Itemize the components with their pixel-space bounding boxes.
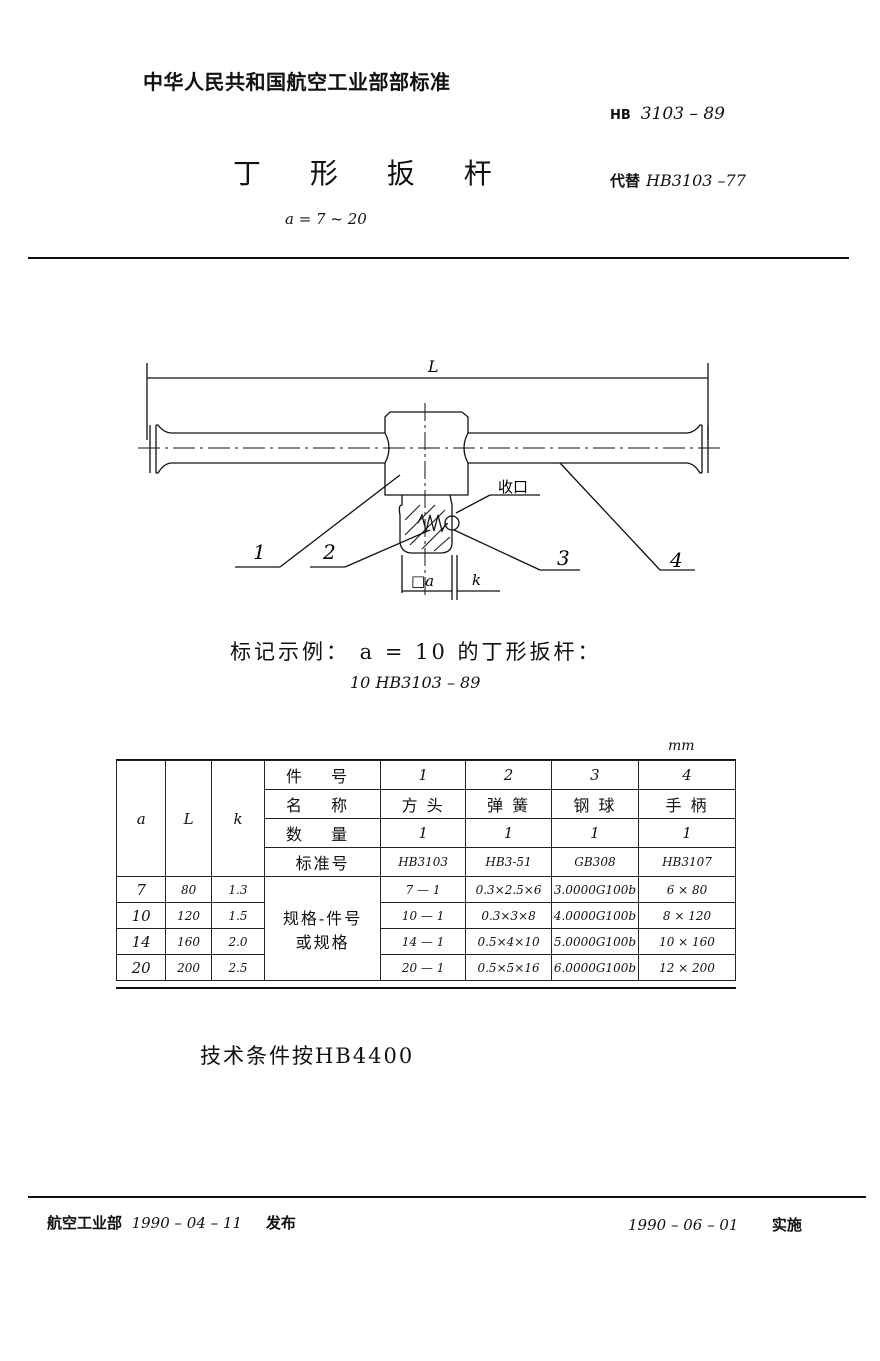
qty-2: 1 [465, 818, 552, 848]
name-3: 钢 球 [550, 789, 640, 819]
name-2: 弹 簧 [465, 789, 552, 819]
part-label-3: 3 [557, 546, 570, 570]
row-k: 1.5 [210, 902, 266, 929]
table-bottom-rule [116, 987, 736, 989]
dim-k-label: k [472, 571, 481, 589]
part-no-1: 1 [380, 760, 467, 790]
part-label-2: 2 [322, 540, 336, 564]
standard-prefix: HB [610, 108, 631, 123]
row-p3: 5.0000G100b [550, 928, 640, 955]
technical-conditions: 技术条件按HB4400 [200, 1044, 415, 1068]
name-1: 方 头 [380, 789, 467, 819]
marking-code: 10 HB3103 – 89 [350, 673, 481, 692]
part-no-4: 4 [638, 760, 736, 790]
row-p1: 20 — 1 [380, 954, 467, 981]
row-a: 14 [115, 928, 167, 955]
row-L: 200 [165, 954, 212, 981]
row-p1: 7 — 1 [380, 876, 467, 903]
replaces-label: 代替 [610, 172, 641, 190]
implement-line: 1990 – 06 – 01 实施 [628, 1214, 802, 1235]
header-rule [28, 257, 849, 259]
row-k: 1.3 [210, 876, 266, 903]
table-row: 14 160 2.0 14 — 1 0.5×4×10 5.0000G100b 1… [115, 928, 736, 955]
header-k: k [210, 760, 266, 877]
label-name: 名 称 [264, 789, 382, 819]
spec-table: a L k 件 号 1 2 3 4 名 称 方 头 弹 簧 钢 球 手 柄 数 … [115, 760, 736, 981]
implement-label: 实施 [771, 1216, 802, 1234]
row-p4: 12 × 200 [638, 954, 736, 981]
footer-rule [28, 1196, 866, 1198]
part-no-3: 3 [550, 760, 640, 790]
implement-date: 1990 – 06 – 01 [628, 1216, 739, 1234]
header-L: L [165, 760, 212, 877]
publish-label: 发布 [265, 1214, 296, 1232]
row-p1: 10 — 1 [380, 902, 467, 929]
row-p2: 0.3×3×8 [465, 902, 552, 929]
part-label-4: 4 [669, 548, 683, 572]
row-p2: 0.3×2.5×6 [465, 876, 552, 903]
qty-3: 1 [550, 818, 640, 848]
shoukou-label: 收口 [498, 478, 528, 496]
t-wrench-drawing: L 收口 1 2 3 4 □a k [138, 357, 720, 600]
table-row: 10 120 1.5 10 — 1 0.3×3×8 4.0000G100b 8 … [115, 902, 736, 929]
table-row: 20 200 2.5 20 — 1 0.5×5×16 6.0000G100b 1… [115, 954, 736, 981]
std-2: HB3-51 [465, 847, 552, 877]
row-a: 20 [115, 954, 167, 981]
row-p1: 14 — 1 [380, 928, 467, 955]
row-L: 80 [165, 876, 212, 903]
organization-title: 中华人民共和国航空工业部部标准 [143, 70, 451, 94]
publisher: 航空工业部 [47, 1214, 123, 1232]
qty-1: 1 [380, 818, 467, 848]
row-L: 120 [165, 902, 212, 929]
spec-label: 规格-件号或规格 [264, 876, 382, 981]
standard-number: HB 3103 – 89 [610, 104, 725, 124]
part-no-2: 2 [465, 760, 552, 790]
label-qty: 数 量 [264, 818, 382, 848]
row-p3: 3.0000G100b [550, 876, 640, 903]
label-part-no: 件 号 [264, 760, 382, 790]
publish-line: 航空工业部 1990 – 04 – 11 发布 [47, 1212, 296, 1233]
row-k: 2.0 [210, 928, 266, 955]
row-p4: 10 × 160 [638, 928, 736, 955]
row-a: 7 [115, 876, 167, 903]
unit-label: mm [668, 738, 695, 754]
header-a: a [115, 760, 167, 877]
row-a: 10 [115, 902, 167, 929]
row-p4: 6 × 80 [638, 876, 736, 903]
size-range: a = 7 ~ 20 [285, 210, 367, 228]
std-3: GB308 [550, 847, 640, 877]
row-p3: 4.0000G100b [550, 902, 640, 929]
row-L: 160 [165, 928, 212, 955]
dim-a-label: □a [411, 572, 434, 590]
row-p3: 6.0000G100b [550, 954, 640, 981]
spec-label-2: 或规格 [295, 932, 350, 952]
name-4: 手 柄 [638, 789, 736, 819]
document-title: 丁 形 扳 杆 [233, 157, 512, 190]
std-1: HB3103 [380, 847, 467, 877]
publish-date: 1990 – 04 – 11 [131, 1214, 242, 1232]
row-p2: 0.5×4×10 [465, 928, 552, 955]
replaces-value: HB3103 –77 [646, 171, 746, 190]
row-k: 2.5 [210, 954, 266, 981]
std-4: HB3107 [638, 847, 736, 877]
row-p4: 8 × 120 [638, 902, 736, 929]
part-label-1: 1 [253, 540, 266, 564]
spec-label-1: 规格-件号 [282, 908, 363, 928]
label-std: 标准号 [264, 847, 382, 877]
standard-number-value: 3103 – 89 [640, 104, 725, 124]
marking-example: 标记示例： a = 10 的丁形扳杆： [230, 640, 602, 664]
table-row: 7 80 1.3 规格-件号或规格 7 — 1 0.3×2.5×6 3.0000… [115, 876, 736, 981]
row-p2: 0.5×5×16 [465, 954, 552, 981]
dim-L-label: L [427, 357, 439, 376]
replaces-line: 代替 HB3103 –77 [610, 170, 746, 191]
qty-4: 1 [638, 818, 736, 848]
